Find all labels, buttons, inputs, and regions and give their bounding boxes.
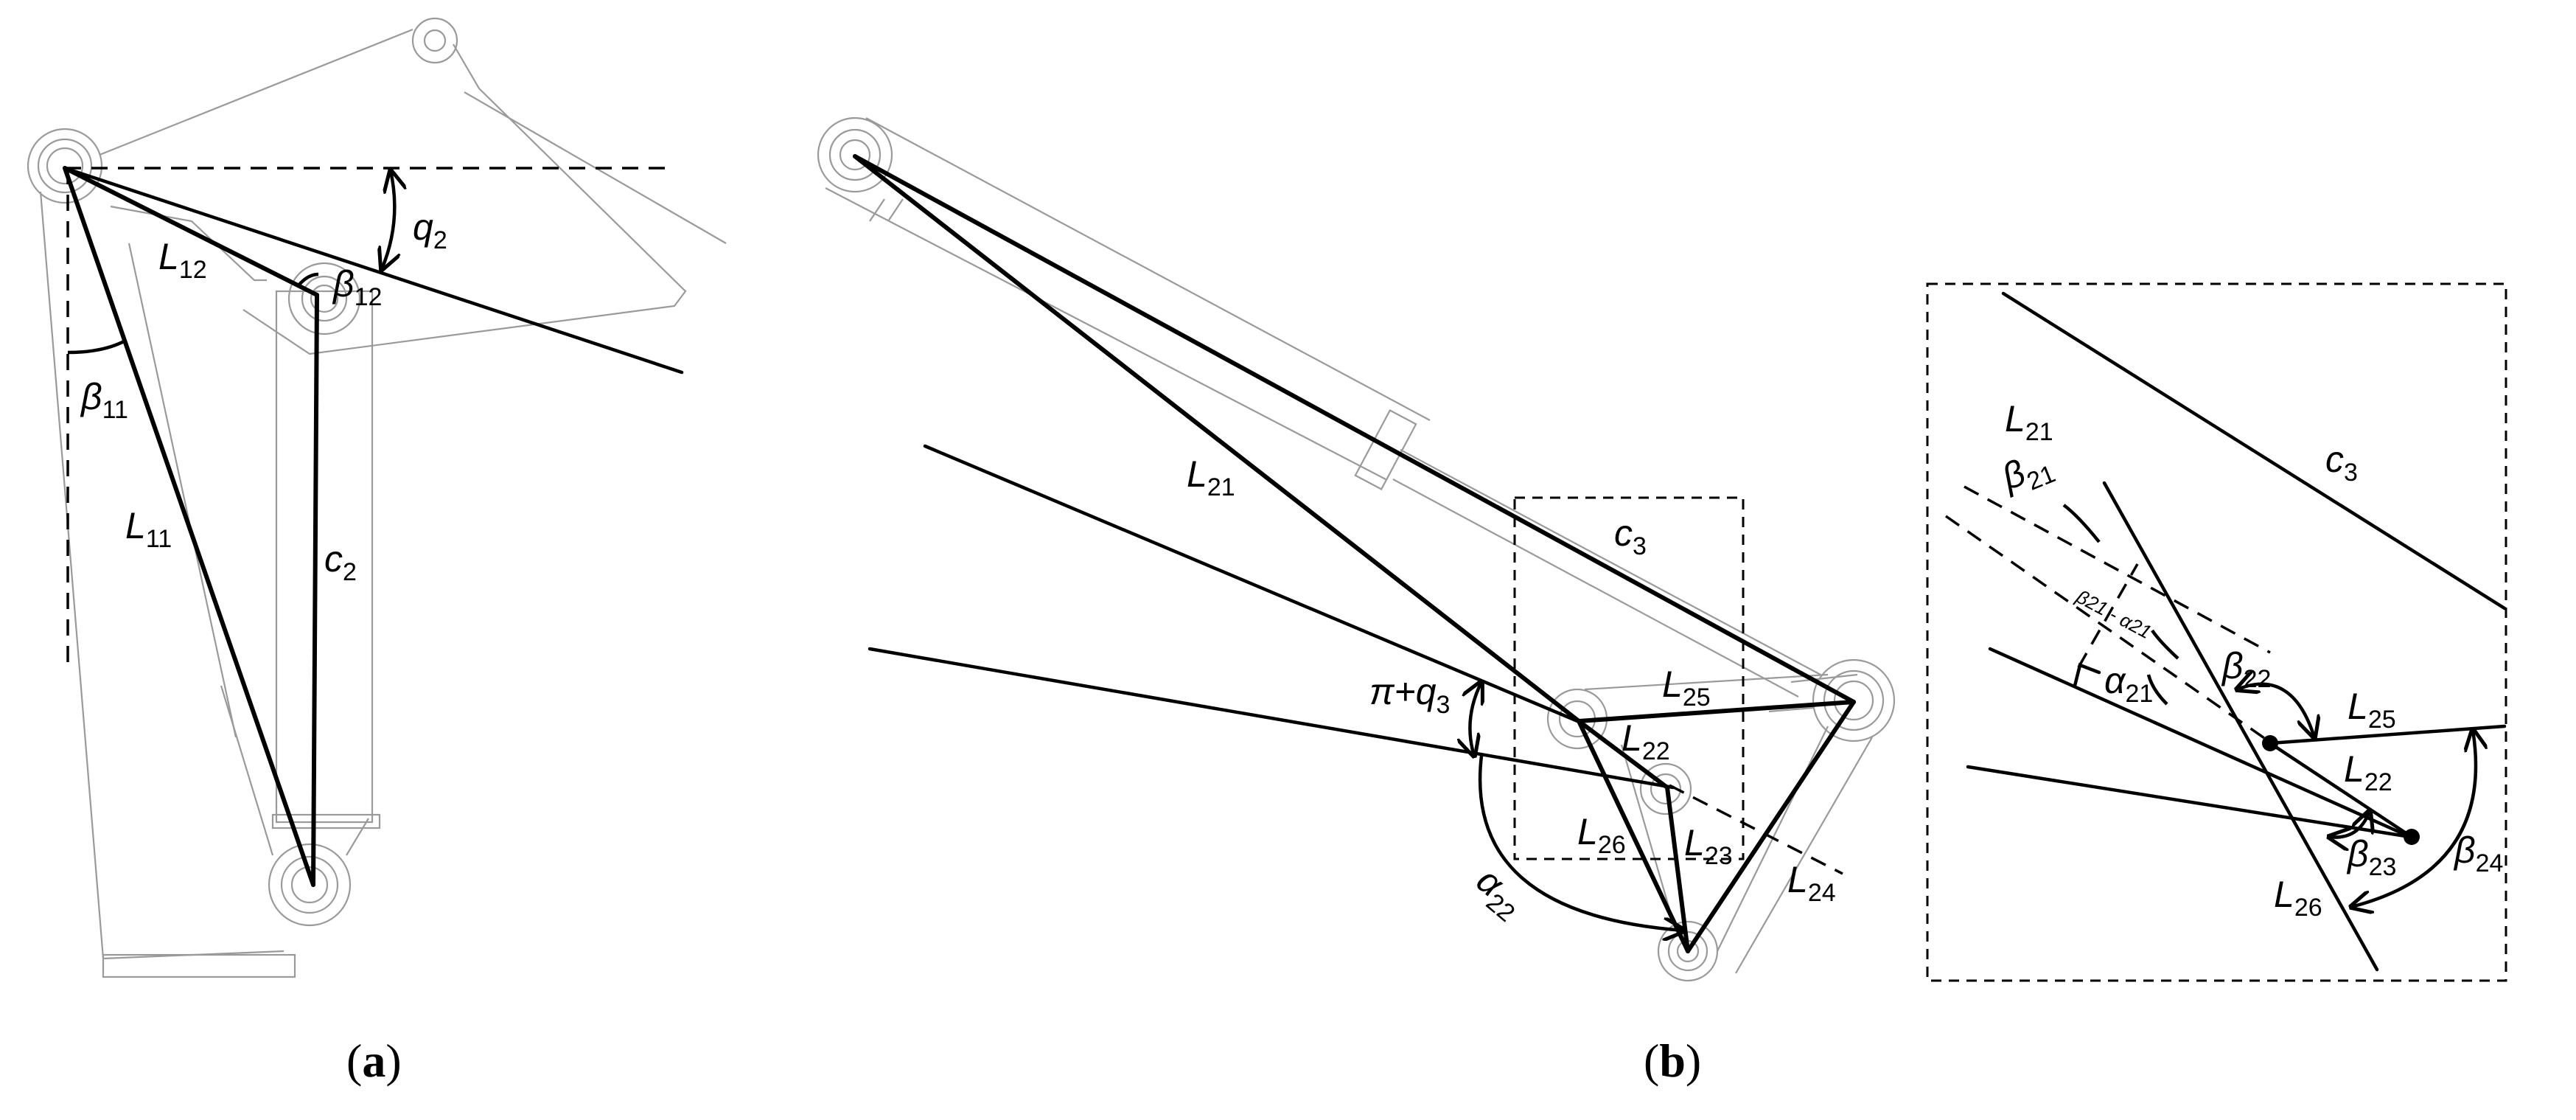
label-L24: L24 (1787, 859, 1836, 907)
panel-a-mechanism-outline (27, 17, 727, 978)
inset-line-L21-L26 (2102, 481, 2379, 972)
inset-line-c3 (2001, 291, 2507, 611)
link-L26 (1577, 719, 1690, 953)
inset-label-L21: L21 (2005, 398, 2053, 446)
inset-label-beta23: β23 (2346, 833, 2396, 881)
inset-arc-beta21-minus-alpha21 (2151, 629, 2179, 660)
inset-label-L26: L26 (2274, 874, 2322, 922)
panel-b: L21 c3 L25 π+q3 L22 L26 L23 L24 α22 (b) (817, 116, 1896, 1087)
panel-a: q2 L12 β12 β11 L11 c2 (a) (27, 17, 727, 1087)
inset-dashed-line-upper (1964, 485, 2271, 654)
label-q2: q2 (413, 206, 447, 254)
caption-a: (a) (346, 1034, 402, 1087)
link-L25 (1577, 700, 1856, 723)
link-c3 (853, 154, 1856, 704)
caption-b: (b) (1644, 1034, 1701, 1087)
label-pi-plus-q3: π+q3 (1369, 671, 1450, 719)
label-L25: L25 (1662, 664, 1711, 712)
inset-perpendicular-dash (2077, 563, 2139, 668)
angle-arc-beta12 (297, 272, 319, 287)
angle-arc-pi-plus-q3 (1470, 682, 1481, 756)
inset-arc-beta22 (2237, 684, 2314, 737)
link-L21 (853, 154, 1581, 723)
label-L21: L21 (1187, 453, 1235, 501)
link-L24 (1686, 700, 1856, 953)
inset-label-c3: c3 (2325, 439, 2358, 487)
inset-label-beta21: β21 (1994, 441, 2059, 504)
label-L23: L23 (1684, 822, 1733, 870)
angle-arc-q2 (382, 171, 394, 269)
link-L22 (1577, 719, 1669, 790)
inset-right-angle-marker (2073, 662, 2101, 688)
zoom-region-rectangle (1513, 496, 1745, 860)
inset-label-L25: L25 (2348, 686, 2396, 734)
panel-a-boom-axis-line (63, 166, 684, 375)
panel-b-inset: L21 c3 β21 β21 - α21 β22 L25 α21 L22 β23… (1926, 282, 2507, 982)
link-L11 (63, 166, 315, 887)
panel-b-reference-line-upper (923, 444, 1583, 725)
panel-b-reference-line-lower (868, 647, 1675, 790)
inset-label-beta24: β24 (2453, 829, 2503, 877)
link-L12 (63, 166, 319, 297)
panel-b-dashed-extension (1669, 784, 1843, 875)
inset-dashed-line-lower (1944, 515, 2275, 746)
inset-reference-line (1988, 647, 2412, 839)
angle-arc-beta11 (67, 339, 127, 355)
inset-arc-beta21 (2062, 504, 2101, 543)
label-L22: L22 (1622, 717, 1670, 765)
angle-arc-alpha22 (1478, 755, 1684, 931)
label-L26: L26 (1577, 811, 1626, 859)
inset-arc-beta24 (2351, 730, 2476, 907)
inset-joint-upper (2262, 735, 2278, 751)
inset-label-L22: L22 (2344, 748, 2392, 796)
label-L12: L12 (158, 236, 207, 284)
label-alpha22: α22 (1465, 860, 1533, 928)
label-beta11: β11 (80, 376, 128, 424)
label-c2: c2 (324, 538, 357, 586)
inset-label-alpha21: α21 (2104, 660, 2153, 708)
label-beta12: β12 (332, 263, 382, 311)
label-L11: L11 (125, 505, 172, 553)
link-c2 (311, 293, 319, 887)
label-c3: c3 (1614, 512, 1647, 560)
inset-frame (1926, 282, 2507, 982)
inset-arc-alpha21 (2146, 674, 2168, 706)
inset-joint-lower (2404, 829, 2420, 845)
inset-label-beta22: β22 (2221, 645, 2271, 693)
